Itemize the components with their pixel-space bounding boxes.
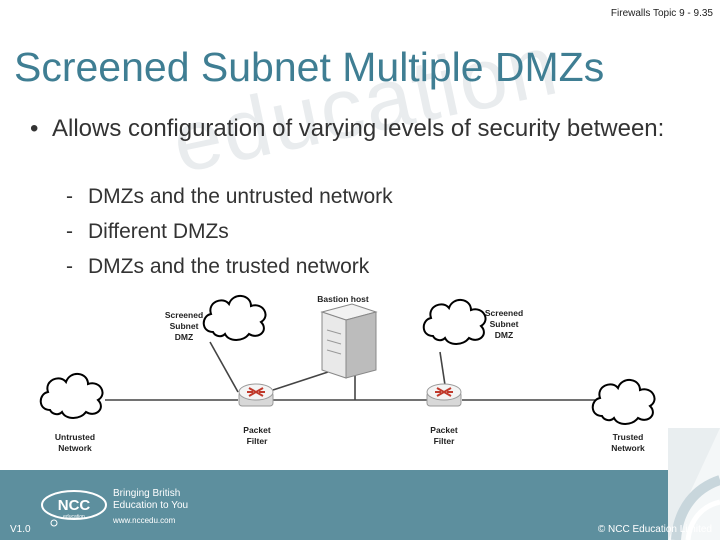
topic-label: Firewalls Topic 9 - 9.35 xyxy=(610,8,713,19)
main-bullet-text: Allows configuration of varying levels o… xyxy=(52,115,665,142)
footer-tagline-line2: Education to You xyxy=(113,500,189,511)
sub-bullet: - Different DMZs xyxy=(66,220,229,244)
connection-lines xyxy=(105,341,595,401)
svg-text:NCC: NCC xyxy=(58,497,91,514)
ncc-education-logo: NCC education xyxy=(41,490,107,527)
packet-filter-left-label: Filter xyxy=(247,436,268,446)
untrusted-network-label: Network xyxy=(58,443,92,453)
sub-bullet-text: Different DMZs xyxy=(88,220,229,243)
sub-bullet-dash: - xyxy=(66,220,73,243)
packet-filter-right-label: Packet xyxy=(430,425,458,435)
trusted-network-label: Network xyxy=(611,443,645,453)
sub-bullet: - DMZs and the trusted network xyxy=(66,255,369,279)
footer-tagline-line1: Bringing British xyxy=(113,488,181,499)
footer-tagline: Bringing British Education to You xyxy=(113,488,188,512)
bullet-dot: • xyxy=(30,115,39,142)
dmz-right-label: Screened xyxy=(485,308,523,318)
footer-website: www.nccedu.com xyxy=(113,516,176,525)
dmz-right-label: DMZ xyxy=(495,330,513,340)
sub-bullet-dash: - xyxy=(66,255,73,278)
packet-filter-right-label: Filter xyxy=(434,436,455,446)
copyright-label: © NCC Education Limited xyxy=(597,524,712,535)
packet-filter-left-label: Packet xyxy=(243,425,271,435)
packet-filter-left-icon xyxy=(238,383,274,407)
dmz-left-label: Screened xyxy=(165,310,203,320)
sub-bullet: - DMZs and the untrusted network xyxy=(66,185,393,209)
corner-decoration-icon xyxy=(668,428,720,540)
sub-bullet-dash: - xyxy=(66,185,73,208)
education-watermark: education xyxy=(164,16,567,192)
dmz-right-label: Subnet xyxy=(490,319,519,329)
main-bullet: • Allows configuration of varying levels… xyxy=(30,113,670,144)
network-diagram: Bastion host Screened Subnet DMZ Screene… xyxy=(39,294,656,453)
sub-bullet-text: DMZs and the trusted network xyxy=(88,255,370,278)
dmz-left-label: DMZ xyxy=(175,332,193,342)
svg-text:education: education xyxy=(63,514,85,520)
dmz-left-label: Subnet xyxy=(170,321,199,331)
bastion-host-label: Bastion host xyxy=(317,294,369,304)
trusted-network-label: Trusted xyxy=(613,432,644,442)
footer-bar xyxy=(0,470,720,540)
version-label: V1.0 xyxy=(10,524,31,535)
untrusted-network-cloud-icon xyxy=(39,372,104,419)
bastion-host-server-icon xyxy=(320,303,378,379)
packet-filter-right-icon xyxy=(426,383,462,407)
trusted-network-cloud-icon xyxy=(591,378,656,425)
untrusted-network-label: Untrusted xyxy=(55,432,95,442)
dmz-left-cloud-icon xyxy=(202,294,267,341)
slide-title: Screened Subnet Multiple DMZs xyxy=(14,44,605,90)
dmz-right-cloud-icon xyxy=(422,298,487,345)
sub-bullet-text: DMZs and the untrusted network xyxy=(88,185,393,208)
